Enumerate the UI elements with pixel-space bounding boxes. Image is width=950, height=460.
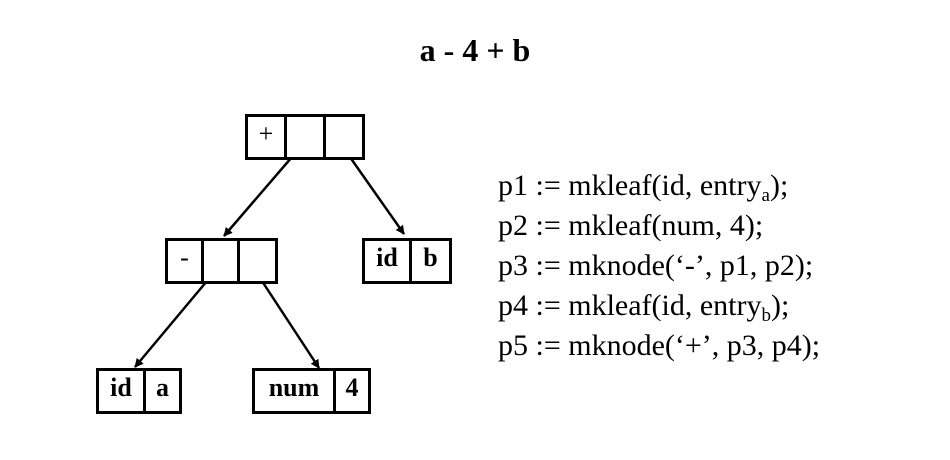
code-p4-end: );	[771, 289, 790, 322]
minus-node-right-ptr	[237, 238, 278, 284]
code-p4-text: p4 := mkleaf(id, entry	[498, 289, 762, 322]
leaf-4-tag: num	[252, 368, 336, 414]
construction-code: p1 := mkleaf(id, entrya); p2 := mkleaf(n…	[498, 166, 820, 366]
root-node-left-ptr	[284, 114, 326, 160]
code-p4-subscript: b	[761, 305, 772, 326]
edge-minus-to-id-a	[134, 274, 213, 368]
code-line-p2: p2 := mkleaf(num, 4);	[498, 209, 764, 242]
leaf-a-value: a	[143, 368, 182, 414]
code-line-p1: p1 := mkleaf(id, entrya);	[498, 166, 820, 206]
minus-node-op: -	[165, 238, 204, 284]
leaf-b-value: b	[409, 238, 452, 284]
root-node-op: +	[245, 114, 287, 160]
leaf-4-value: 4	[333, 368, 371, 414]
code-line-p3: p3 := mknode(‘-’, p1, p2);	[498, 249, 814, 282]
code-p1-subscript: a	[761, 185, 770, 206]
code-p1-text: p1 := mkleaf(id, entry	[498, 169, 762, 202]
root-node-right-ptr	[323, 114, 365, 160]
code-p1-end: );	[769, 169, 789, 202]
diagram-title: a - 4 + b	[419, 32, 531, 68]
edge-plus-to-minus	[223, 149, 299, 237]
leaf-b-tag: id	[362, 238, 412, 284]
leaf-a-tag: id	[96, 368, 146, 414]
code-line-p5: p5 := mknode(‘+’, p3, p4);	[498, 329, 821, 362]
code-line-p4: p4 := mkleaf(id, entryb);	[498, 286, 820, 326]
edge-minus-to-num-4	[256, 274, 321, 369]
minus-node-left-ptr	[201, 238, 240, 284]
edge-plus-to-id-b	[343, 149, 406, 235]
